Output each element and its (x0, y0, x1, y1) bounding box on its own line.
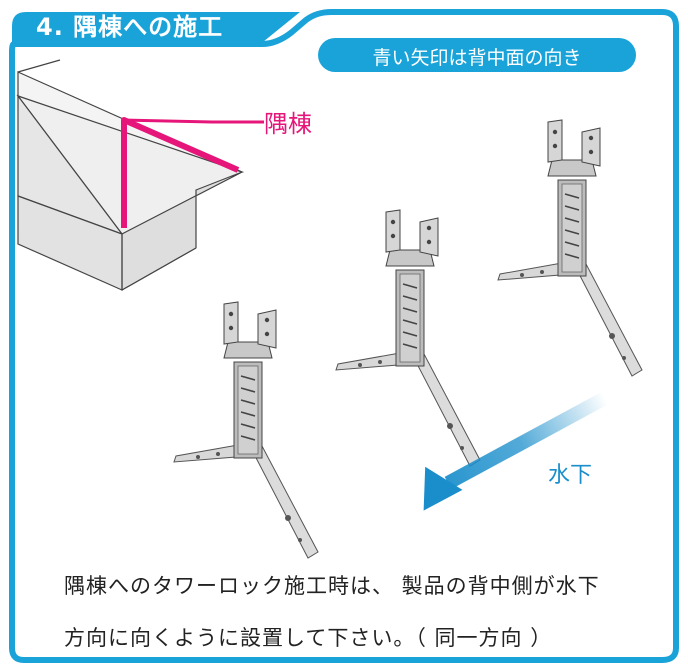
downhill-label: 水下 (548, 463, 593, 488)
downhill-arrow (423, 391, 609, 511)
hip-ridge-label: 隅棟 (264, 110, 312, 138)
info-badge: 青い矢印は背中面の向き (372, 47, 582, 69)
hip-ridge-marker (121, 117, 264, 228)
caption-line-2: 方向に向くように設置して下さい。（ 同一方向 ） (64, 626, 553, 650)
section-title: 4. 隅棟への施工 (36, 13, 224, 41)
caption-line-1: 隅棟へのタワーロック施工時は、 製品の背中側が水下 (64, 574, 600, 598)
